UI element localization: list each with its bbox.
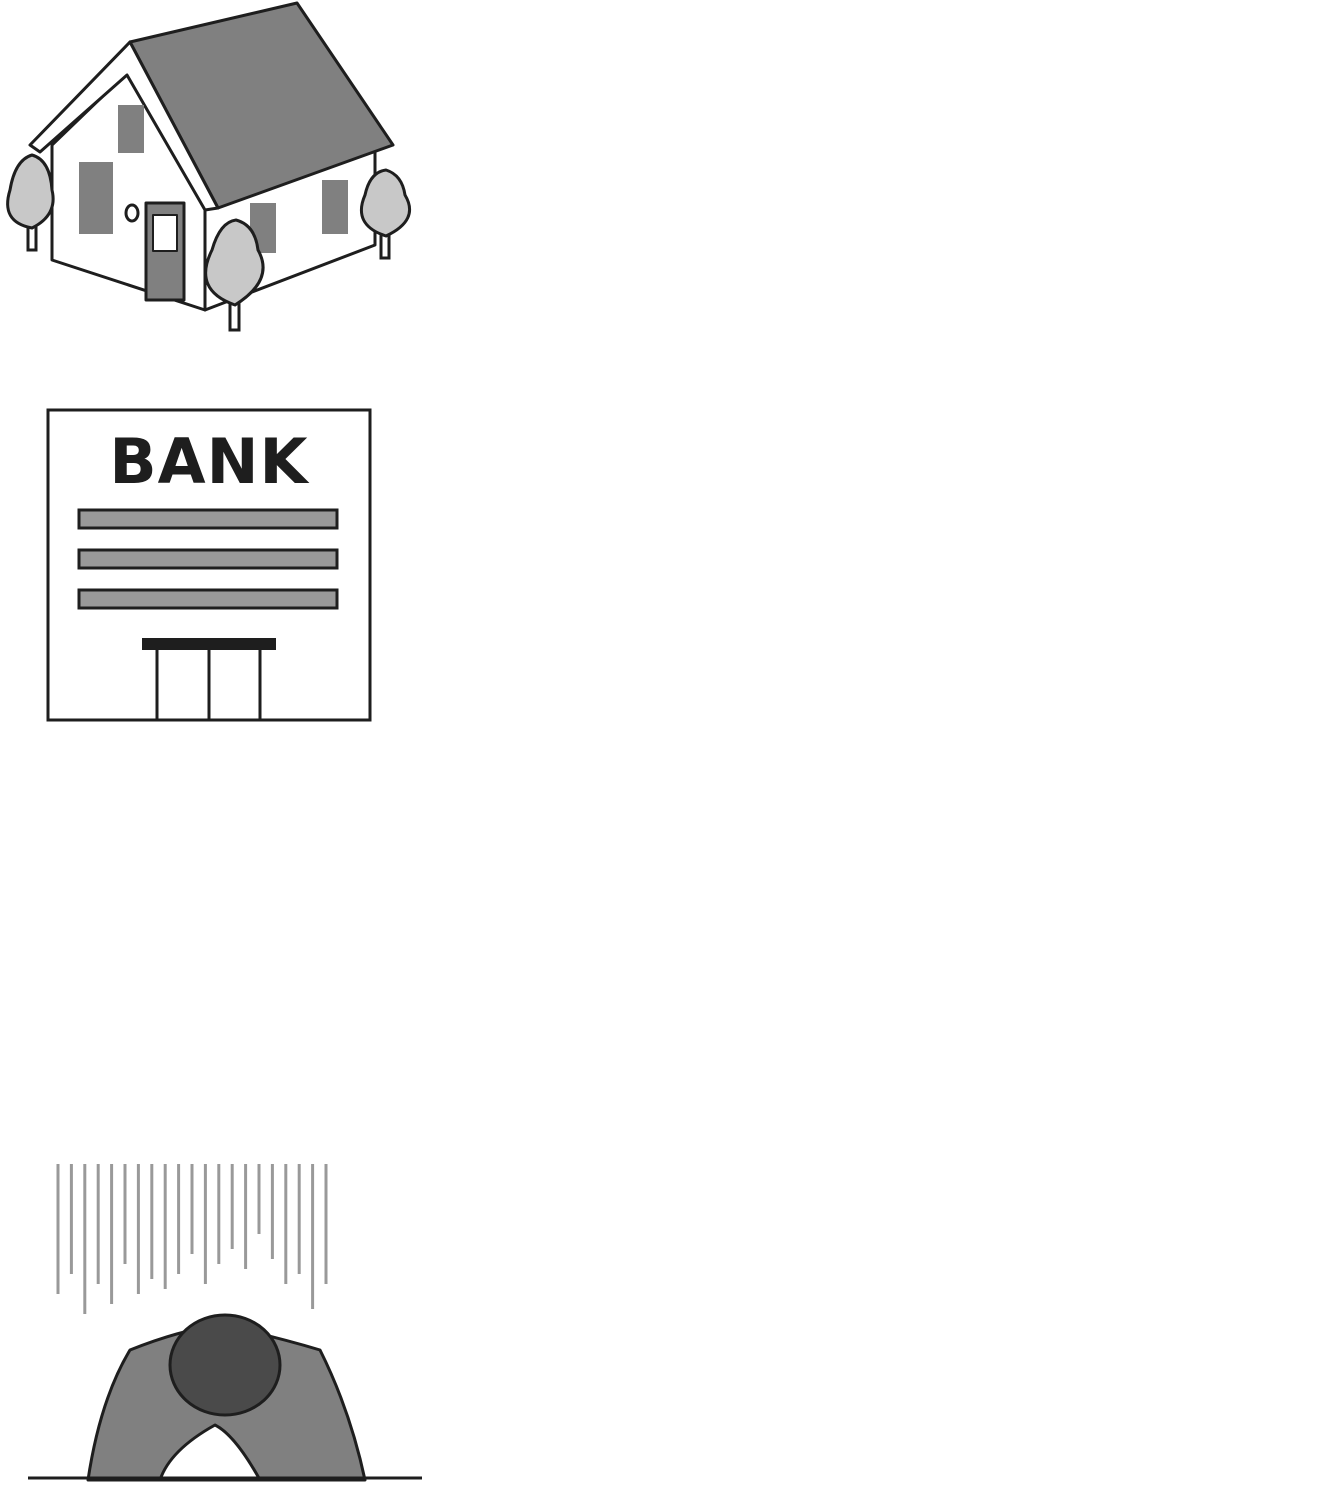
house-illustration (6, 1, 411, 332)
bank-building-illustration (46, 408, 372, 722)
depressed-businessman-illustration (28, 1164, 422, 1482)
bank-sign: BANK (109, 425, 309, 498)
